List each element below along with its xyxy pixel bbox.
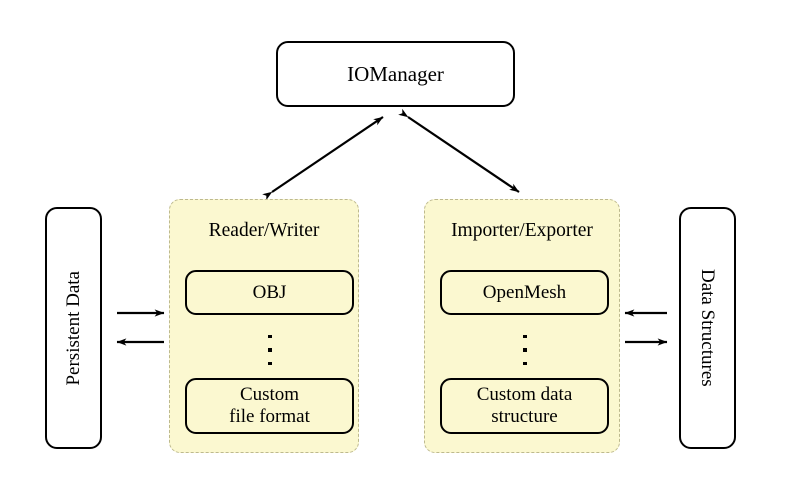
persistent-data-label: Persistent Data <box>63 270 84 386</box>
arrow-iomanager-readerwriter <box>262 116 384 201</box>
custom-data-structure-label-line1: Custom data <box>476 383 573 405</box>
node-persistent-data[interactable]: Persistent Data <box>45 207 102 449</box>
obj-label: OBJ <box>252 281 287 303</box>
iomanager-label: IOManager <box>347 61 444 86</box>
openmesh-label: OpenMesh <box>482 281 567 303</box>
custom-file-format-label-line2: file format <box>229 406 310 427</box>
custom-data-structure-label-line2: structure <box>491 406 558 427</box>
custom-file-format-label-line1: Custom <box>239 383 300 405</box>
node-custom-file-format[interactable]: Custom file format <box>185 378 354 434</box>
group-importer-exporter-title: Importer/Exporter <box>451 220 593 241</box>
node-iomanager[interactable]: IOManager <box>276 41 515 107</box>
importer-exporter-ellipsis-icon <box>520 335 530 365</box>
arrow-iomanager-importerexporter <box>398 108 520 193</box>
data-structures-label: Data Structures <box>697 269 718 387</box>
reader-writer-ellipsis-icon <box>265 335 275 365</box>
node-openmesh[interactable]: OpenMesh <box>440 270 609 315</box>
node-custom-data-structure[interactable]: Custom data structure <box>440 378 609 434</box>
node-data-structures[interactable]: Data Structures <box>679 207 736 449</box>
group-reader-writer-title: Reader/Writer <box>208 220 320 241</box>
node-obj[interactable]: OBJ <box>185 270 354 315</box>
